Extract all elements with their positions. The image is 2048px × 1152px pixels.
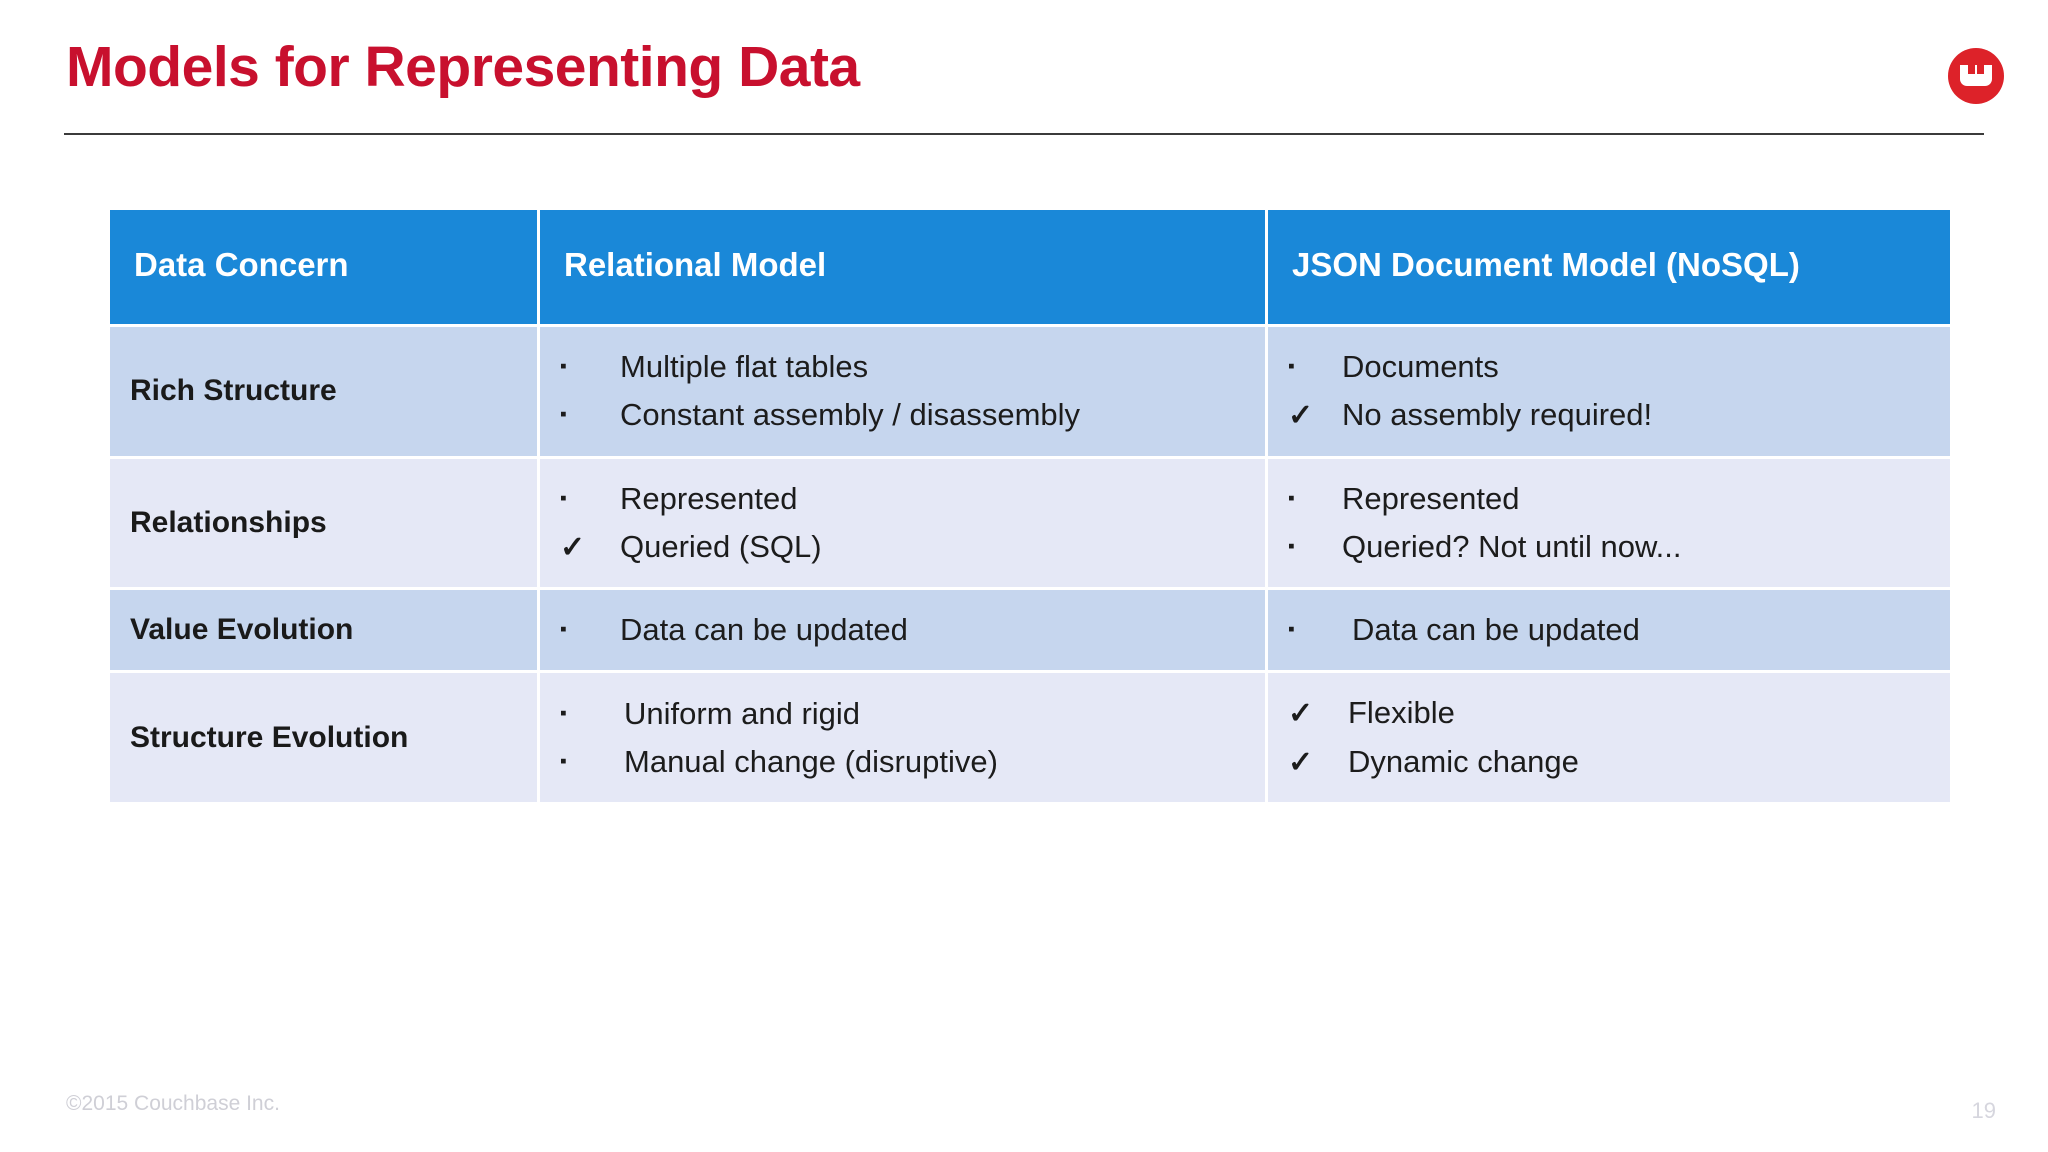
checkmark-icon: ✓ <box>1288 399 1314 433</box>
list-item-label: Queried? Not until now... <box>1342 528 1682 564</box>
bullet-list: ▪ Represented ✓ Queried (SQL) <box>560 475 1245 572</box>
bullet-list: ▪ Data can be updated <box>560 606 1245 654</box>
cell-json-rich-structure: ▪ Documents ✓ No assembly required! <box>1268 324 1950 456</box>
list-item: ✓ No assembly required! <box>1288 391 1930 440</box>
square-bullet-icon: ▪ <box>560 702 567 724</box>
list-item: ✓ Dynamic change <box>1288 738 1930 787</box>
square-bullet-icon: ▪ <box>560 356 567 378</box>
cell-json-value-evolution: ▪ Data can be updated <box>1268 587 1950 671</box>
bullet-list: ✓ Flexible ✓ Dynamic change <box>1288 689 1930 786</box>
cell-relational-rich-structure: ▪ Multiple flat tables ▪ Constant assemb… <box>540 324 1268 456</box>
square-bullet-icon: ▪ <box>560 404 567 426</box>
square-bullet-icon: ▪ <box>560 487 567 509</box>
list-item: ▪ Represented <box>560 475 1245 523</box>
bullet-list: ▪ Data can be updated <box>1288 606 1930 654</box>
table-row: Rich Structure ▪ Multiple flat tables ▪ … <box>110 324 1950 456</box>
list-item: ✓ Queried (SQL) <box>560 523 1245 572</box>
checkmark-icon: ✓ <box>560 530 586 564</box>
bullet-list: ▪ Multiple flat tables ▪ Constant assemb… <box>560 343 1245 439</box>
list-item: ▪ Queried? Not until now... <box>1288 523 1930 571</box>
list-item-label: Multiple flat tables <box>620 349 869 385</box>
column-header-relational-model: Relational Model <box>540 210 1268 324</box>
list-item-label: Data can be updated <box>1352 612 1640 648</box>
slide-page-number: 19 <box>1971 1098 1996 1123</box>
list-item-label: Flexible <box>1348 695 1455 731</box>
cell-json-relationships: ▪ Represented ▪ Queried? Not until now..… <box>1268 455 1950 588</box>
list-item-label: Queried (SQL) <box>620 528 822 564</box>
list-item-label: Represented <box>1342 480 1520 516</box>
column-header-data-concern: Data Concern <box>110 210 540 324</box>
checkmark-icon: ✓ <box>1288 745 1314 779</box>
square-bullet-icon: ▪ <box>1288 487 1295 509</box>
models-comparison-table: Data Concern Relational Model JSON Docum… <box>110 210 1950 803</box>
list-item-label: Documents <box>1342 349 1499 384</box>
bullet-list: ▪ Documents ✓ No assembly required! <box>1288 343 1930 440</box>
list-item: ▪ Documents <box>1288 343 1930 391</box>
list-item: ▪ Data can be updated <box>560 606 1245 654</box>
list-item-label: Uniform and rigid <box>624 695 861 731</box>
table-body: Rich Structure ▪ Multiple flat tables ▪ … <box>110 324 1950 803</box>
cell-json-structure-evolution: ✓ Flexible ✓ Dynamic change <box>1268 670 1950 803</box>
list-item: ▪ Manual change (disruptive) <box>560 738 1245 786</box>
footer-copyright: ©2015 Couchbase Inc. <box>66 1092 280 1115</box>
square-bullet-icon: ▪ <box>560 750 567 772</box>
cell-relational-relationships: ▪ Represented ✓ Queried (SQL) <box>540 455 1268 588</box>
list-item: ▪ Multiple flat tables <box>560 343 1245 391</box>
list-item: ✓ Flexible <box>1288 689 1930 738</box>
list-item-label: Dynamic change <box>1348 743 1579 779</box>
square-bullet-icon: ▪ <box>1288 619 1295 641</box>
list-item-label: Represented <box>620 480 798 516</box>
table-row: Value Evolution ▪ Data can be updated ▪ … <box>110 587 1950 671</box>
table-row: Relationships ▪ Represented ✓ Queried (S… <box>110 455 1950 588</box>
checkmark-icon: ✓ <box>1288 697 1314 731</box>
list-item: ▪ Uniform and rigid <box>560 690 1245 738</box>
row-label-rich-structure: Rich Structure <box>110 324 540 456</box>
page-title: Models for Representing Data <box>66 35 860 99</box>
table-header-row: Data Concern Relational Model JSON Docum… <box>110 210 1950 324</box>
row-label-value-evolution: Value Evolution <box>110 587 540 671</box>
list-item-label: No assembly required! <box>1342 397 1653 433</box>
logo-cup-shape <box>1960 64 1992 86</box>
column-header-json-document-model: JSON Document Model (NoSQL) <box>1268 210 1950 324</box>
square-bullet-icon: ▪ <box>1288 356 1295 377</box>
list-item-label: Constant assembly / disassembly <box>620 397 1081 433</box>
row-label-structure-evolution: Structure Evolution <box>110 670 540 803</box>
cell-relational-value-evolution: ▪ Data can be updated <box>540 587 1268 671</box>
couchbase-logo-icon <box>1948 48 2004 104</box>
list-item-label: Manual change (disruptive) <box>624 743 998 779</box>
title-divider <box>64 133 1984 135</box>
row-label-relationships: Relationships <box>110 455 540 588</box>
list-item-label: Data can be updated <box>620 612 908 648</box>
bullet-list: ▪ Uniform and rigid ▪ Manual change (dis… <box>560 690 1245 786</box>
cell-relational-structure-evolution: ▪ Uniform and rigid ▪ Manual change (dis… <box>540 670 1268 803</box>
table-row: Structure Evolution ▪ Uniform and rigid … <box>110 670 1950 803</box>
square-bullet-icon: ▪ <box>1288 535 1295 557</box>
square-bullet-icon: ▪ <box>560 619 567 641</box>
bullet-list: ▪ Represented ▪ Queried? Not until now..… <box>1288 475 1930 571</box>
list-item: ▪ Data can be updated <box>1288 606 1930 654</box>
list-item: ▪ Represented <box>1288 475 1930 523</box>
list-item: ▪ Constant assembly / disassembly <box>560 391 1245 439</box>
